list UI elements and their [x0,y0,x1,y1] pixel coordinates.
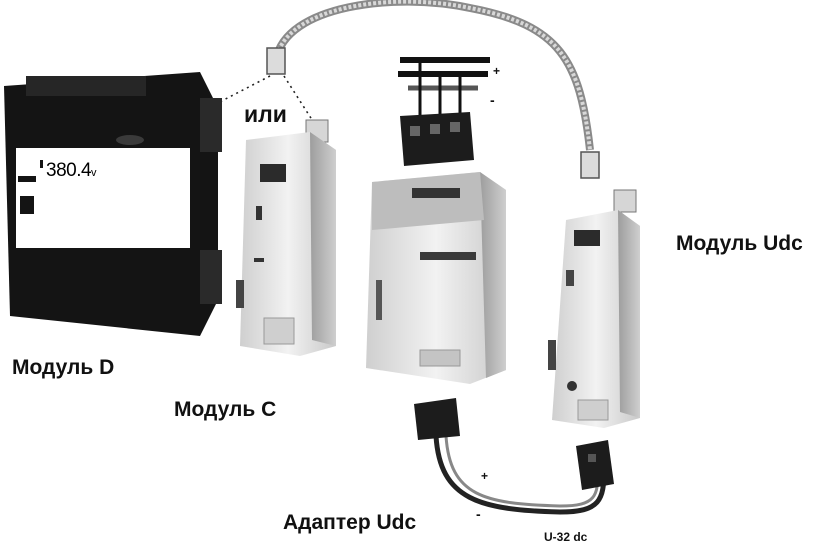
top-cable [266,0,600,179]
reading-value: 380.4 [46,160,92,181]
label-minus-bottom: - [476,506,481,522]
label-minus-top: - [490,92,495,108]
label-u32-dc: U-32 dc [544,530,588,544]
label-adapter-udc: Адаптер Udc [283,511,417,534]
module-d [4,72,222,336]
reading-unit: v [91,167,97,179]
label-plus-bottom: + [481,469,489,483]
dc-bus-bars [398,57,490,166]
main-unit [366,172,506,384]
label-module-d: Модуль D [12,356,115,379]
module-udc [548,189,640,428]
adapter-cable [414,398,614,515]
label-plus-top: + [493,64,501,78]
module-d-screen [16,148,190,248]
module-d-reading: 380.4v [46,160,97,182]
label-or: или [244,101,287,127]
module-c [236,119,336,356]
label-module-c: Модуль C [174,398,277,421]
label-module-udc: Модуль Udc [676,232,803,255]
